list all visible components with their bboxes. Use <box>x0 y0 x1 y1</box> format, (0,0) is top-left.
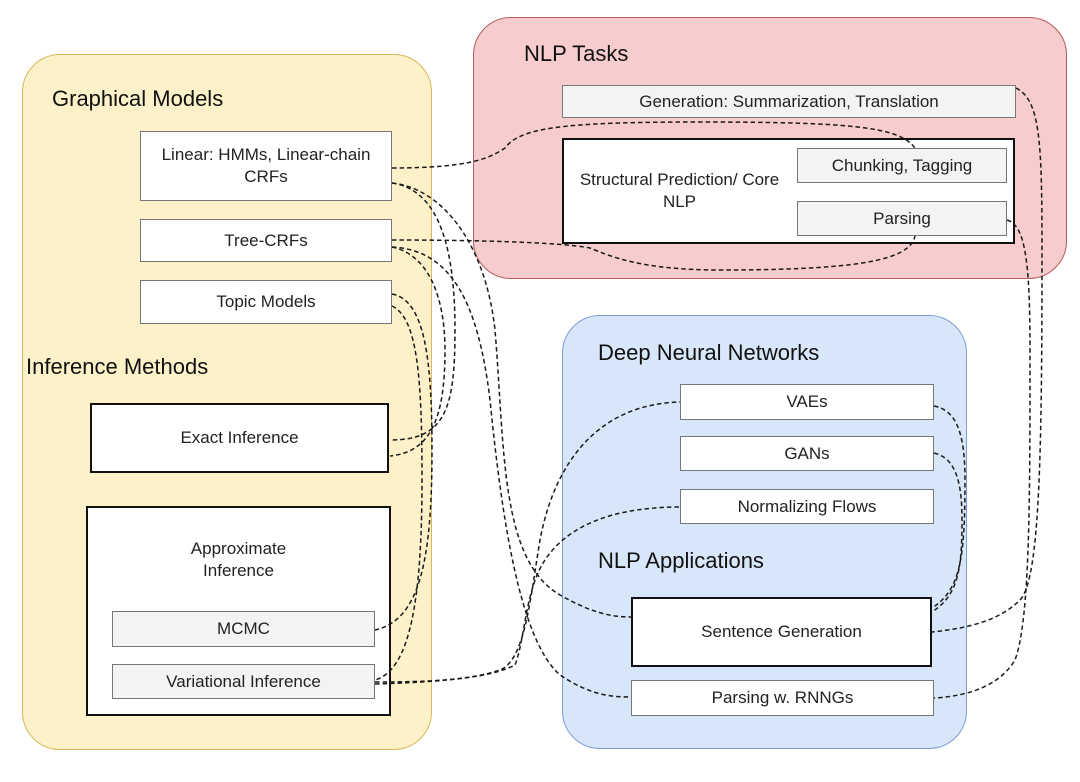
gans-node[interactable]: GANs <box>680 436 934 471</box>
connector-topic-vi <box>374 305 423 681</box>
tree-crfs-node[interactable]: Tree-CRFs <box>140 219 392 262</box>
sentence-generation-node[interactable]: Sentence Generation <box>631 597 932 667</box>
connector-gans-sentgen <box>931 452 963 613</box>
connector-parsing-rnngs <box>933 219 1031 699</box>
normalizing-flows-node[interactable]: Normalizing Flows <box>680 489 934 524</box>
parsing-node[interactable]: Parsing <box>797 201 1007 236</box>
inference-methods-title: Inference Methods <box>26 354 209 379</box>
connector-tree-exact <box>389 246 446 457</box>
chunking-tagging-node[interactable]: Chunking, Tagging <box>797 148 1007 183</box>
connector-vi-flows <box>374 506 681 685</box>
connector-tree-rnngs <box>391 246 632 698</box>
connector-tree-parsing <box>391 235 916 271</box>
connector-vi-vaes <box>374 401 681 683</box>
vaes-node[interactable]: VAEs <box>680 384 934 420</box>
graphical-models-title: Graphical Models <box>52 86 224 111</box>
variational-inference-node[interactable]: Variational Inference <box>112 664 375 699</box>
nlp-applications-title: NLP Applications <box>598 548 764 573</box>
parsing-rnngs-node[interactable]: Parsing w. RNNGs <box>631 680 934 716</box>
linear-models-node[interactable]: Linear: HMMs, Linear-chain CRFs <box>140 131 392 201</box>
deep-neural-networks-title: Deep Neural Networks <box>598 340 820 365</box>
topic-models-node[interactable]: Topic Models <box>140 280 392 324</box>
connector-topic-mcmc <box>374 293 433 631</box>
mcmc-node[interactable]: MCMC <box>112 611 375 647</box>
nlp-tasks-title: NLP Tasks <box>524 41 629 66</box>
connector-linear-sentgen <box>391 182 632 618</box>
connector-generation-sentgen <box>931 87 1043 633</box>
exact-inference-node[interactable]: Exact Inference <box>90 403 389 473</box>
connector-linear-exact <box>389 182 456 441</box>
generation-node[interactable]: Generation: Summarization, Translation <box>562 85 1016 118</box>
connector-linear-chunking <box>391 121 916 169</box>
connector-vaes-sentgen <box>931 405 966 609</box>
